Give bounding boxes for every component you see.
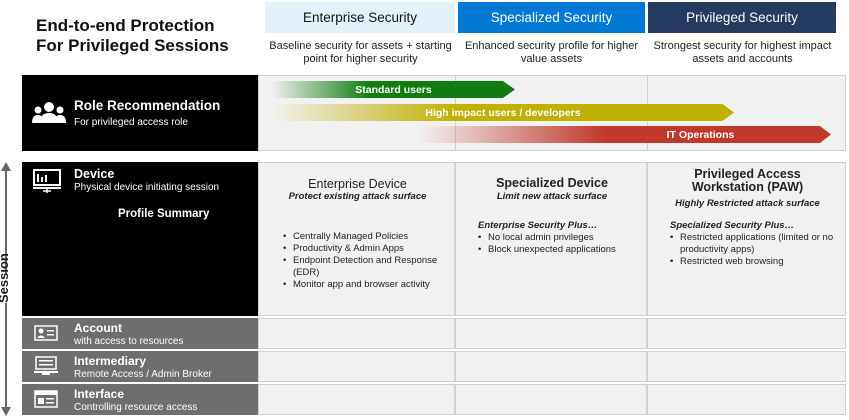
session-label: Session [0,253,12,303]
column-desc-specialized: Enhanced security profile for higher val… [464,40,639,65]
enterprise-device-title: Enterprise Device [308,177,407,191]
account-enterprise-cell [258,318,455,349]
account-privileged-cell [647,318,846,349]
device-specialized-cell: Specialized Device Limit new attack surf… [455,162,647,316]
device-privileged-cell: Privileged Access Workstation (PAW) High… [647,162,846,316]
list-item: Centrally Managed Policies [283,231,445,243]
column-header-specialized: Specialized Security [458,2,645,33]
intermediary-specialized-cell [455,351,647,382]
column-label-specialized: Specialized Security [490,10,613,25]
device-enterprise-cell: Enterprise Device Protect existing attac… [258,162,455,316]
specialized-plus: Enterprise Security Plus… [478,220,598,231]
list-item: Endpoint Detection and Response (EDR) [283,255,445,279]
interface-title: Interface [74,387,125,401]
enterprise-device-subtitle: Protect existing attack surface [288,191,427,202]
page-title: End-to-end Protection For Privileged Ses… [36,16,229,55]
device-panel: Device Physical device initiating sessio… [22,162,258,316]
users-icon [32,102,66,123]
arrow-it-operations: IT Operations [420,126,831,143]
enterprise-device-bullets: Centrally Managed Policies Productivity … [283,231,445,291]
arrow-label-standard-users: Standard users [355,83,432,96]
interface-enterprise-cell [258,384,455,415]
list-item: Restricted applications (limited or no p… [670,232,840,256]
interface-subtitle: Controlling resource access [74,402,198,413]
interface-row: Interface Controlling resource access [22,384,258,415]
column-header-privileged: Privileged Security [648,2,836,33]
account-specialized-cell [455,318,647,349]
arrow-high-impact-users: High impact users / developers [272,104,734,121]
intermediary-privileged-cell [647,351,846,382]
specialized-device-subtitle: Limit new attack surface [496,191,608,202]
column-header-enterprise: Enterprise Security [265,2,455,33]
arrow-label-high-impact-users: High impact users / developers [425,106,581,119]
role-recommendation-panel: Role Recommendation For privileged acces… [22,75,258,151]
list-item: No local admin privileges [478,232,643,244]
account-subtitle: with access to resources [74,336,184,347]
interface-privileged-cell [647,384,846,415]
intermediary-subtitle: Remote Access / Admin Broker [74,369,212,380]
list-item: Productivity & Admin Apps [283,243,445,255]
interface-specialized-cell [455,384,647,415]
intermediary-icon [34,356,58,375]
account-icon [34,325,58,341]
column-desc-privileged: Strongest security for highest impact as… [653,40,832,65]
account-row: Account with access to resources [22,318,258,349]
privileged-device-bullets: Restricted applications (limited or no p… [670,232,840,268]
column-label-enterprise: Enterprise Security [302,10,418,25]
list-item: Block unexpected applications [478,244,643,256]
arrow-standard-users: Standard users [272,81,515,98]
list-item: Restricted web browsing [670,256,840,268]
intermediary-enterprise-cell [258,351,455,382]
profile-summary-label: Profile Summary [118,208,210,220]
account-title: Account [74,321,122,335]
device-title: Device [74,167,115,181]
interface-icon [34,390,58,408]
privileged-device-subtitle: Highly Restricted attack surface [675,198,820,209]
role-subtitle: For privileged access role [74,117,188,128]
role-title: Role Recommendation [74,98,221,113]
intermediary-title: Intermediary [74,354,147,368]
column-desc-enterprise: Baseline security for assets + starting … [269,40,452,65]
device-subtitle: Physical device initiating session [74,182,220,193]
intermediary-row: Intermediary Remote Access / Admin Broke… [22,351,258,382]
session-label-text: Session [0,253,11,303]
device-icon [33,169,61,193]
specialized-device-bullets: No local admin privileges Block unexpect… [478,232,643,256]
arrow-label-it-operations: IT Operations [666,128,735,141]
specialized-device-title: Specialized Device [496,176,608,190]
list-item: Monitor app and browser activity [283,279,445,291]
privileged-device-title: Privileged Access Workstation (PAW) [691,167,804,194]
column-label-privileged: Privileged Security [686,10,798,25]
privileged-plus: Specialized Security Plus… [670,220,795,231]
